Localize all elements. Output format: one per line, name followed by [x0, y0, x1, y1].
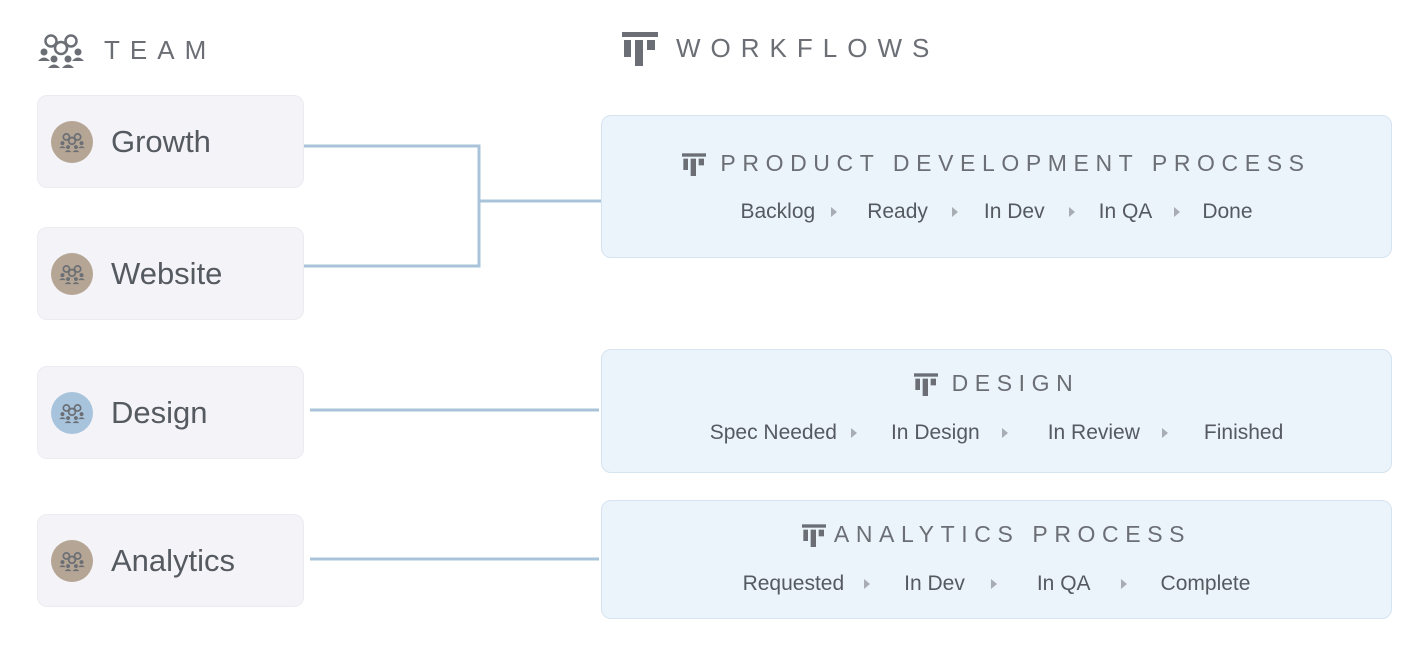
workflow-stage: Ready	[867, 200, 928, 223]
workflow-stage: In Dev	[904, 572, 965, 595]
stage-arrow-icon	[864, 579, 871, 589]
team-icon	[59, 551, 85, 571]
workflow-icon	[682, 152, 707, 176]
workflow-stage: Complete	[1160, 572, 1251, 595]
workflow-title-row: DESIGN	[602, 370, 1391, 397]
stage-arrow-icon	[850, 428, 857, 438]
team-name: Design	[111, 394, 208, 430]
team-name: Analytics	[111, 542, 236, 578]
team-avatar	[51, 252, 93, 295]
workflow-title: PRODUCT DEVELOPMENT PROCESS	[720, 150, 1311, 176]
connector-growth	[304, 144, 481, 268]
workflow-stage: In Dev	[983, 200, 1045, 223]
workflow-stage: Done	[1202, 200, 1253, 223]
workflow-stage: In Design	[890, 421, 980, 444]
workflow-card-product-development[interactable]: PRODUCT DEVELOPMENT PROCESS Backlog Read…	[601, 115, 1392, 258]
workflow-stage: In QA	[1098, 200, 1153, 223]
workflow-stage: Finished	[1203, 421, 1284, 444]
team-avatar	[51, 539, 93, 582]
team-card-analytics[interactable]: Analytics	[37, 514, 304, 607]
workflow-stages: Spec Needed In Design In Review Finished	[602, 421, 1391, 445]
team-avatar	[51, 120, 93, 163]
workflow-icon	[913, 372, 938, 396]
workflow-card-design[interactable]: DESIGN Spec Needed In Design In Review F…	[601, 349, 1392, 473]
workflow-stage: Backlog	[740, 200, 816, 223]
stage-arrow-icon	[951, 207, 958, 217]
team-name: Growth	[111, 123, 211, 159]
workflow-icon	[622, 32, 658, 66]
workflows-header: WORKFLOWS	[622, 30, 939, 66]
stage-arrow-icon	[1068, 207, 1075, 217]
workflow-stage: In QA	[1036, 572, 1091, 595]
workflow-stage: In Review	[1047, 421, 1140, 444]
stage-arrow-icon	[990, 579, 997, 589]
team-header: TEAM	[36, 30, 216, 70]
workflow-stage: Spec Needed	[709, 421, 837, 444]
team-title: TEAM	[104, 34, 217, 65]
workflow-stages: Backlog Ready In Dev In QA Done	[602, 200, 1391, 224]
team-card-growth[interactable]: Growth	[37, 95, 304, 188]
stage-arrow-icon	[1161, 428, 1168, 438]
team-name: Website	[111, 255, 223, 291]
workflow-title-row: PRODUCT DEVELOPMENT PROCESS	[602, 150, 1391, 177]
stage-arrow-icon	[1120, 579, 1127, 589]
workflow-card-analytics[interactable]: ANALYTICS PROCESS Requested In Dev In QA…	[601, 500, 1392, 619]
workflow-stage: Requested	[742, 572, 845, 595]
workflow-icon	[801, 523, 826, 547]
workflow-title: DESIGN	[951, 370, 1080, 396]
team-card-website[interactable]: Website	[37, 227, 304, 320]
team-icon	[38, 34, 84, 68]
team-avatar	[51, 391, 93, 434]
team-icon	[59, 132, 85, 152]
workflow-title-row: ANALYTICS PROCESS	[602, 521, 1391, 548]
team-icon	[59, 403, 85, 423]
team-card-design[interactable]: Design	[37, 366, 304, 459]
workflow-title: ANALYTICS PROCESS	[833, 521, 1192, 547]
stage-arrow-icon	[831, 207, 838, 217]
team-icon	[59, 264, 85, 284]
workflow-stages: Requested In Dev In QA Complete	[602, 572, 1391, 596]
stage-arrow-icon	[1001, 428, 1008, 438]
workflows-title: WORKFLOWS	[676, 32, 940, 63]
stage-arrow-icon	[1174, 207, 1181, 217]
